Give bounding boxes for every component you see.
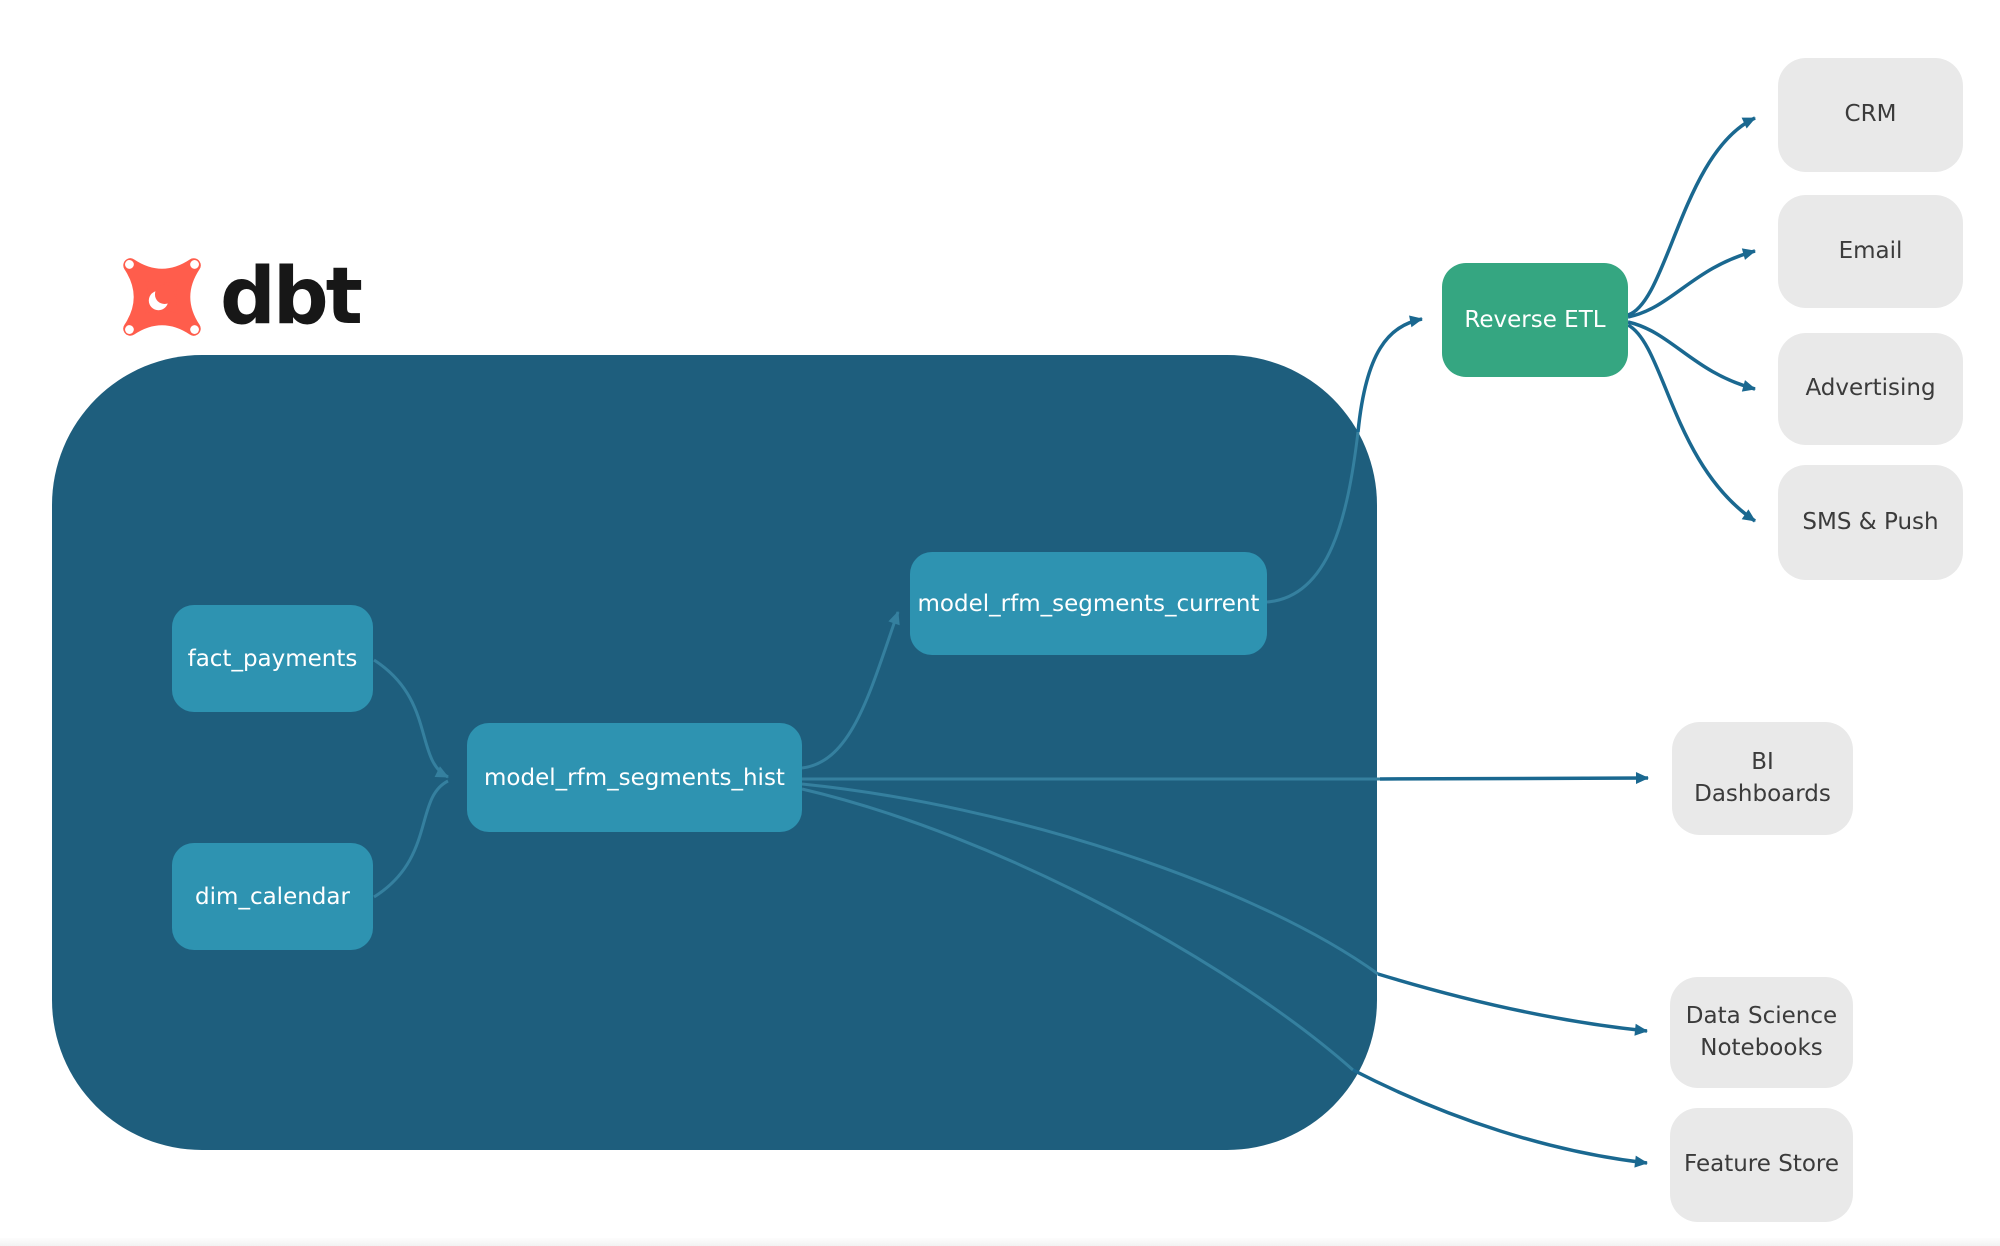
node-data-science-notebooks: Data Science Notebooks (1670, 977, 1853, 1088)
node-label: BI Dashboards (1694, 749, 1831, 807)
edge-reverse-etl-to-crm (1627, 116, 1756, 317)
node-label: model_rfm_segments_current (917, 590, 1260, 617)
node-label: SMS & Push (1802, 508, 1939, 535)
node-model-rfm-segments-hist: model_rfm_segments_hist (467, 723, 802, 832)
dbt-logo: dbt (118, 252, 363, 342)
node-dim-calendar: dim_calendar (172, 843, 373, 950)
node-advertising: Advertising (1778, 333, 1963, 445)
node-label: Reverse ETL (1464, 307, 1606, 333)
edge-reverse-etl-to-sms (1627, 323, 1756, 523)
edge-hist-to-notebooks (1377, 972, 1648, 1036)
node-sms-push: SMS & Push (1778, 465, 1963, 580)
node-reverse-etl: Reverse ETL (1442, 263, 1628, 377)
node-label: CRM (1844, 101, 1897, 128)
edge-current-to-reverse-etl (1356, 315, 1423, 433)
node-crm: CRM (1778, 58, 1963, 172)
node-fact-payments: fact_payments (172, 605, 373, 712)
edge-hist-to-feature-store (1352, 1068, 1648, 1168)
node-bi-dashboards: BI Dashboards (1672, 722, 1853, 835)
node-label: dim_calendar (195, 883, 350, 910)
node-email: Email (1778, 195, 1963, 308)
node-model-rfm-segments-current: model_rfm_segments_current (910, 552, 1267, 655)
dbt-logo-text: dbt (220, 252, 363, 342)
node-label: Feature Store (1684, 1151, 1840, 1178)
node-label: Data Science Notebooks (1685, 1003, 1838, 1061)
edge-reverse-etl-to-advertising (1627, 320, 1756, 392)
bottom-edge-band (0, 1238, 2000, 1246)
node-label: fact_payments (187, 645, 358, 672)
node-label: model_rfm_segments_hist (484, 764, 785, 791)
node-label: Email (1838, 237, 1903, 264)
node-feature-store: Feature Store (1670, 1108, 1853, 1222)
edge-reverse-etl-to-email (1627, 248, 1756, 319)
node-label: Advertising (1805, 375, 1936, 402)
edge-hist-to-bi (1379, 772, 1649, 785)
dbt-logo-icon (118, 253, 206, 341)
